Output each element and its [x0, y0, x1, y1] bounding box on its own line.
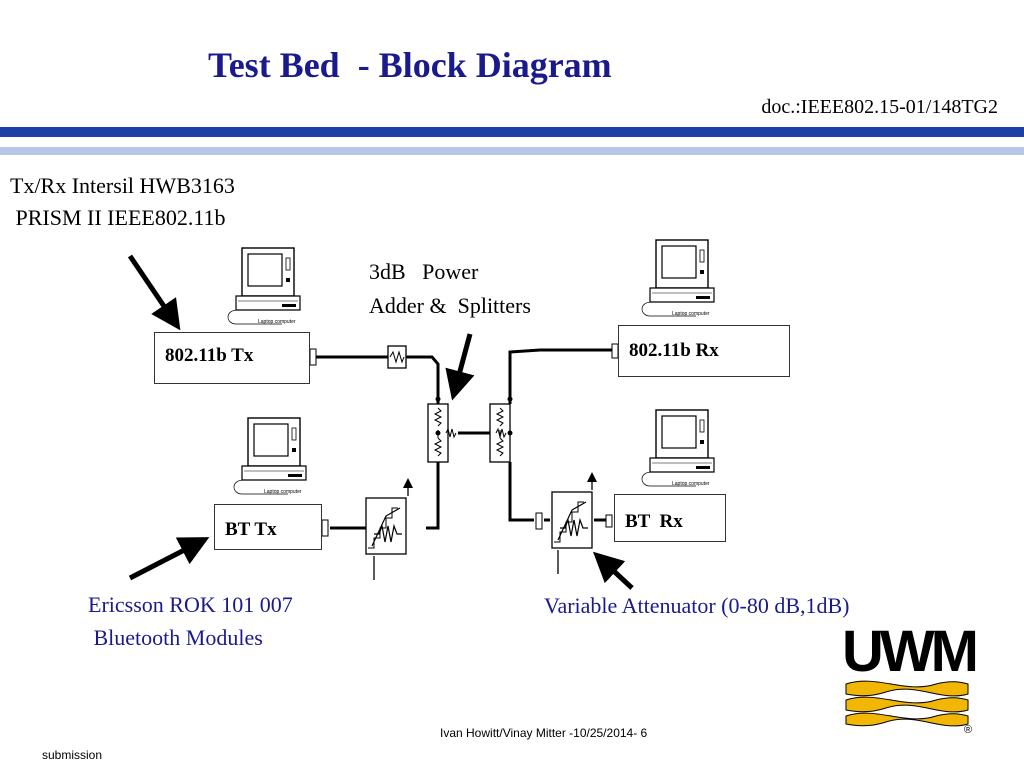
laptop-caption: Laptop computer [672, 481, 710, 487]
uwm-logo-waves [845, 680, 969, 727]
label-txrx-line1: Tx/Rx Intersil HWB3163 [10, 173, 235, 198]
label-txrx-line2: PRISM II IEEE802.11b [10, 205, 226, 230]
laptop-tx-80211b [227, 247, 301, 325]
label-adder-line2: Adder & Splitters [369, 293, 531, 318]
rf-wires [316, 348, 612, 530]
laptop-caption: Laptop computer [258, 319, 296, 325]
laptop-caption: Laptop computer [264, 489, 302, 495]
block-bt-rx: BT Rx [614, 494, 726, 542]
arrow-adder-callout [445, 333, 475, 401]
block-bt-tx: BT Tx [214, 504, 322, 550]
variable-attenuator-tx [365, 497, 407, 555]
laptop-caption: Laptop computer [672, 311, 710, 317]
page-title: Test Bed - Block Diagram [208, 45, 612, 85]
label-ericsson-line1: Ericsson ROK 101 007 [88, 592, 293, 617]
footer-submission: submission [42, 748, 103, 762]
fixed-pad [387, 345, 407, 369]
doc-reference: doc.:IEEE802.15-01/148TG2 [761, 96, 998, 118]
block-80211b-rx: 802.11b Rx [618, 325, 790, 377]
laptop-bt-rx [641, 409, 715, 487]
arrow-ericsson-callout [128, 537, 210, 581]
laptop-bt-tx [233, 417, 307, 495]
label-variable-attenuator: Variable Attenuator (0-80 dB,1dB) [544, 593, 850, 618]
uwm-logo: UWM [842, 619, 979, 684]
footer-author: Ivan Howitt/Vinay Mitter -10/25/2014- 6 [440, 726, 648, 740]
label-ericsson-line2: Bluetooth Modules [88, 625, 263, 650]
label-adder-line1: 3dB Power [369, 259, 479, 284]
registered-mark: ® [964, 724, 973, 736]
laptop-rx-80211b [641, 239, 715, 317]
rf-connectors [309, 343, 619, 537]
power-splitter-right [489, 403, 511, 463]
block-80211b-tx: 802.11b Tx [154, 332, 310, 384]
variable-attenuator-rx [551, 491, 593, 549]
arrow-attenuator-callout [593, 551, 634, 590]
header-rule-light [0, 147, 1024, 155]
arrow-txrx-callout [127, 254, 181, 331]
header-rule-dark [0, 127, 1024, 137]
